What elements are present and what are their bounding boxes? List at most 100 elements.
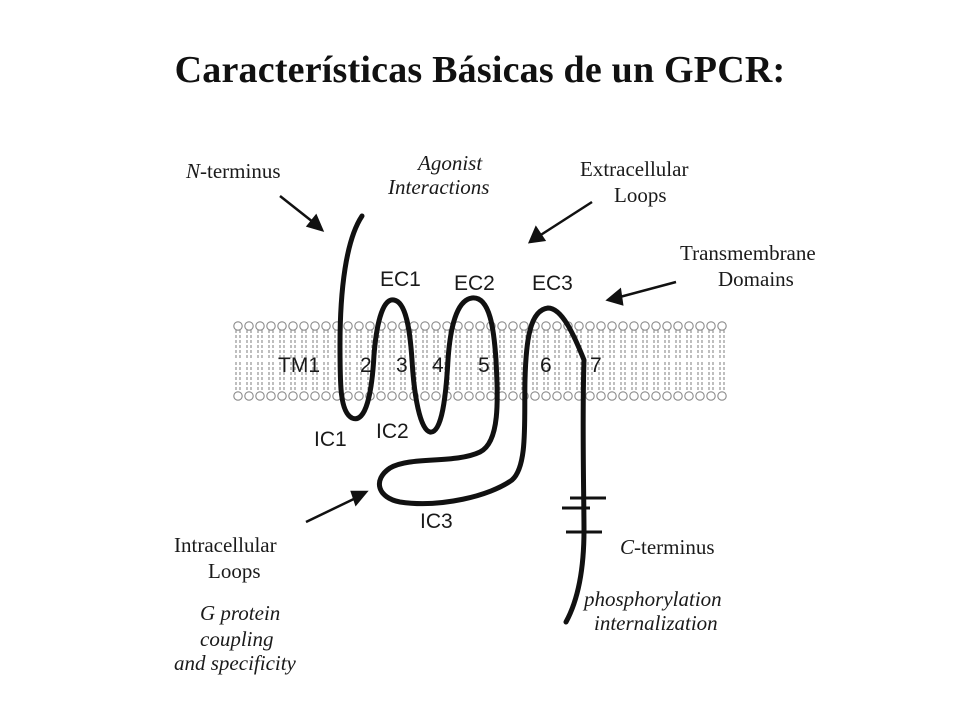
lipid-head (420, 391, 430, 401)
lipid-head (673, 391, 683, 401)
lipid-head (541, 321, 551, 331)
extracellular-line2: Loops (614, 183, 667, 207)
lipid-head (266, 321, 276, 331)
lipid-head (640, 321, 650, 331)
lipid-head (475, 321, 485, 331)
lipid-head (563, 391, 573, 401)
lipid-head (607, 321, 617, 331)
lipid-head (255, 391, 265, 401)
lipid-head (244, 391, 254, 401)
lipid-head (508, 321, 518, 331)
lipid-head (519, 321, 529, 331)
lipid-head (365, 321, 375, 331)
lipid-head (299, 391, 309, 401)
arrow-intracellular (305, 494, 361, 524)
receptor-chain (337, 213, 587, 625)
page-title: Características Básicas de un GPCR: (174, 49, 786, 91)
lipid-head (354, 391, 364, 401)
lipid-head (288, 321, 298, 331)
lipid-head (651, 391, 661, 401)
lipid-head (420, 321, 430, 331)
lipid-head (343, 321, 353, 331)
lipid-head (596, 391, 606, 401)
lipid-head (629, 321, 639, 331)
extracellular-line1: Extracellular (580, 157, 688, 181)
tm-label: 6 (540, 354, 552, 377)
lipid-head (321, 321, 331, 331)
lipid-head (706, 321, 716, 331)
lipid-head (673, 321, 683, 331)
lipid-head (640, 391, 650, 401)
lipid-head (387, 391, 397, 401)
lipid-head (354, 321, 364, 331)
transmembrane-line2: Domains (718, 267, 794, 291)
lipid-head (277, 391, 287, 401)
agonist-line2: Interactions (387, 175, 489, 199)
lipid-head (618, 391, 628, 401)
lipid-head (662, 321, 672, 331)
gprotein-line1: G protein (200, 601, 280, 625)
c-terminus-label: C-terminus (620, 535, 715, 559)
lipid-head (585, 321, 595, 331)
lipid-head (387, 321, 397, 331)
arrow-transmembrane (615, 280, 677, 300)
lipid-head (585, 391, 595, 401)
ic1-label: IC1 (314, 428, 347, 451)
lipid-bilayer (233, 321, 727, 401)
lipid-head (255, 321, 265, 331)
lipid-head (475, 391, 485, 401)
lipid-head (629, 391, 639, 401)
tm-label: TM1 (278, 354, 320, 377)
lipid-head (662, 391, 672, 401)
lipid-head (310, 321, 320, 331)
intracellular-line2: Loops (208, 559, 261, 583)
lipid-head (398, 391, 408, 401)
lipid-head (684, 321, 694, 331)
ec3-label: EC3 (532, 272, 573, 295)
lipid-head (453, 391, 463, 401)
arrowhead-transmembrane (605, 287, 624, 306)
ic3-label: IC3 (420, 510, 453, 533)
ic2-label: IC2 (376, 420, 409, 443)
lipid-head (651, 321, 661, 331)
transmembrane-line1: Transmembrane (680, 241, 816, 265)
lipid-head (343, 391, 353, 401)
lipid-head (541, 391, 551, 401)
lipid-head (596, 321, 606, 331)
lipid-head (618, 321, 628, 331)
intracellular-line1: Intracellular (174, 533, 277, 557)
lipid-head (695, 391, 705, 401)
lipid-head (464, 321, 474, 331)
lipid-head (552, 391, 562, 401)
gprotein-line3: and specificity (174, 651, 297, 675)
tm-label: 5 (478, 354, 490, 377)
lipid-head (695, 321, 705, 331)
tm-label: 7 (590, 354, 602, 377)
arrowhead-intracellular (350, 490, 369, 507)
lipid-head (497, 321, 507, 331)
lipid-head (376, 391, 386, 401)
tm-label: 3 (396, 354, 408, 377)
ec1-label: EC1 (380, 268, 421, 291)
lipid-head (277, 321, 287, 331)
lipid-head (574, 321, 584, 331)
lipid-head (233, 391, 243, 401)
tm-label: 2 (360, 354, 372, 377)
lipid-head (464, 391, 474, 401)
ec2-label: EC2 (454, 272, 495, 295)
arrowhead-extracellular (527, 225, 547, 244)
lipid-head (607, 391, 617, 401)
arrowhead-n-terminus (305, 213, 325, 232)
phospho-line2: internalization (594, 611, 718, 635)
lipid-head (299, 321, 309, 331)
phospho-line1: phosphorylation (582, 587, 722, 611)
arrow-extracellular (535, 200, 593, 240)
lipid-head (706, 391, 716, 401)
tm-label: 4 (432, 354, 444, 377)
lipid-head (717, 321, 727, 331)
n-terminus-label: N-terminus (185, 159, 281, 183)
lipid-head (431, 391, 441, 401)
lipid-head (431, 321, 441, 331)
lipid-head (508, 391, 518, 401)
